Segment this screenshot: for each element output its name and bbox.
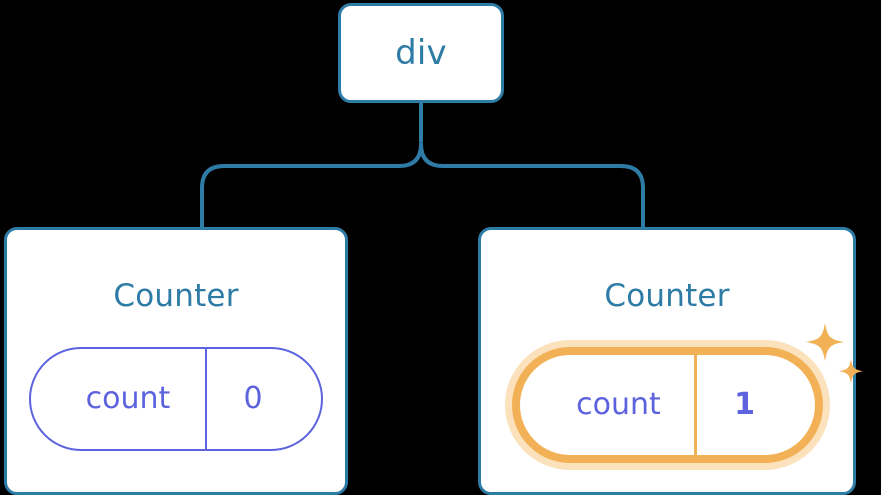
connector-right-branch xyxy=(419,142,645,229)
counter-left-state-pill[interactable]: count 0 xyxy=(29,347,323,451)
counter-right-state-divider xyxy=(693,355,697,455)
counter-left-title: Counter xyxy=(113,278,239,314)
counter-right-title: Counter xyxy=(604,278,730,314)
counter-right-state-value: 1 xyxy=(734,387,755,422)
node-counter-right[interactable]: Counter count 1 xyxy=(478,227,863,495)
counter-right-state-key: count xyxy=(576,387,661,422)
counter-right-state-wrap: count 1 xyxy=(511,323,863,463)
counter-right-state-pill[interactable]: count 1 xyxy=(511,347,823,463)
connector-left-branch xyxy=(200,142,423,229)
counter-left-state-divider xyxy=(205,349,207,449)
node-div-label: div xyxy=(395,33,447,73)
node-div[interactable]: div xyxy=(338,3,504,103)
counter-left-state-key: count xyxy=(85,381,171,416)
node-counter-left[interactable]: Counter count 0 xyxy=(4,227,348,495)
counter-left-state-wrap: count 0 xyxy=(29,347,323,451)
counter-left-state-value: 0 xyxy=(243,381,263,416)
